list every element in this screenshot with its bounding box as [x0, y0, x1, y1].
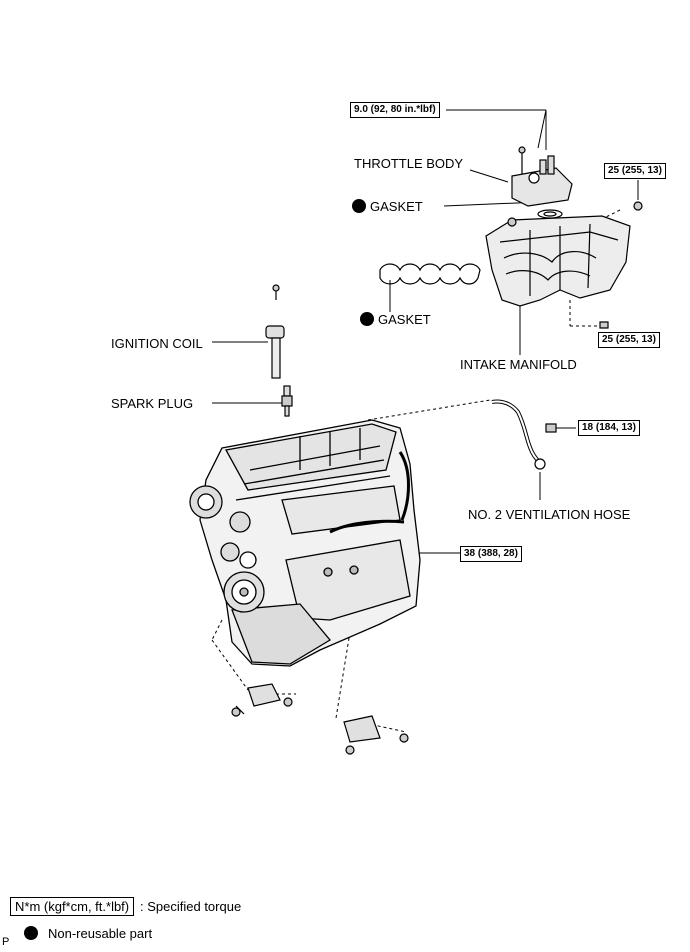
- label-intake-manifold: INTAKE MANIFOLD: [460, 357, 577, 372]
- label-gasket-upper: GASKET: [352, 199, 423, 214]
- torque-throttle-bolts: 9.0 (92, 80 in.*lbf): [350, 102, 440, 118]
- label-gasket-lower: GASKET: [360, 312, 431, 327]
- label-ventilation-hose: NO. 2 VENTILATION HOSE: [468, 507, 631, 522]
- nonreusable-dot-icon: [352, 199, 366, 213]
- legend-nonreusable-text: Non-reusable part: [48, 926, 153, 941]
- nonreusable-dot-icon: [24, 926, 38, 940]
- gasket-lower-text: GASKET: [378, 312, 431, 327]
- legend-torque-unit: N*m (kgf*cm, ft.*lbf): [10, 897, 135, 916]
- label-throttle-body: THROTTLE BODY: [354, 156, 464, 171]
- nonreusable-dot-icon: [360, 312, 374, 326]
- legend-torque-desc: : Specified torque: [140, 899, 242, 914]
- label-spark-plug: SPARK PLUG: [111, 396, 194, 411]
- label-ignition-coil: IGNITION COIL: [111, 336, 203, 351]
- torque-manifold-nut-right: 25 (255, 13): [604, 163, 666, 179]
- torque-engine-mount: 38 (388, 28): [460, 546, 522, 562]
- torque-manifold-bolt-lower: 25 (255, 13): [598, 332, 660, 348]
- torque-hose-bolt: 18 (184, 13): [578, 420, 640, 436]
- gasket-upper-text: GASKET: [370, 199, 423, 214]
- legend-nonreusable: Non-reusable part: [24, 926, 152, 941]
- corner-mark: P: [2, 936, 10, 948]
